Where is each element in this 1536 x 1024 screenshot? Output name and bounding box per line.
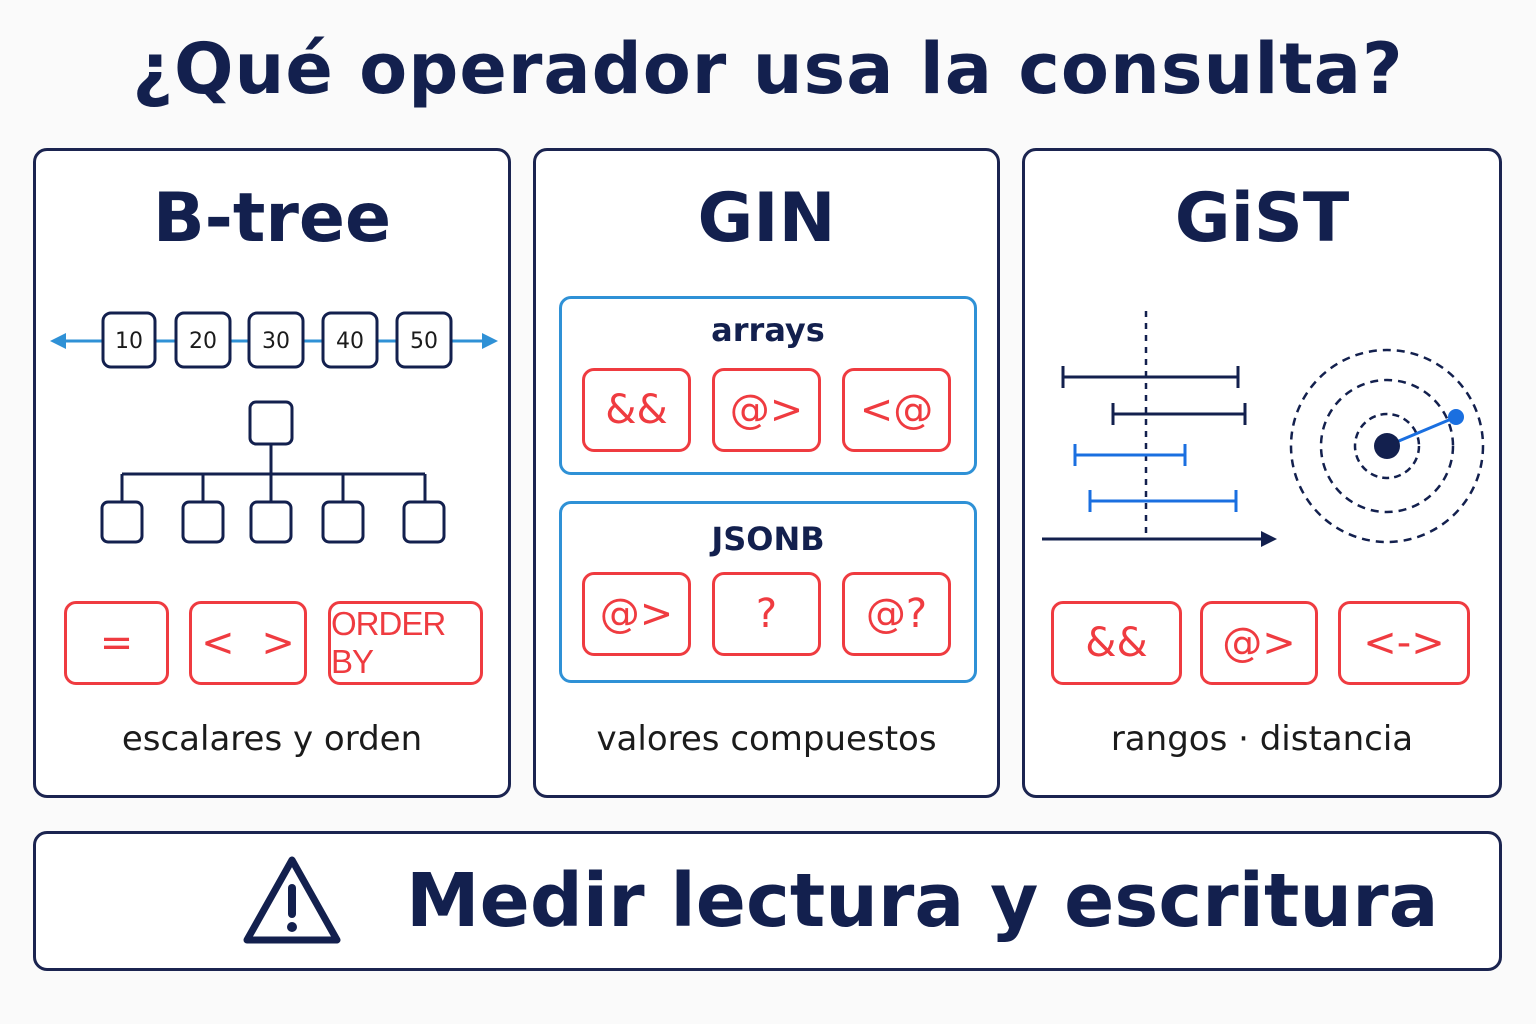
- range-bar: [1111, 403, 1247, 425]
- gin-op-jsonpath-exists: @?: [842, 572, 951, 656]
- distance-target-icon: [1289, 348, 1485, 544]
- range-bar: [1088, 490, 1238, 512]
- btree-tree-icon: [100, 400, 446, 544]
- btree-key-30: 30: [247, 311, 305, 369]
- btree-op-lt-gt: < >: [189, 601, 307, 685]
- gin-title: GIN: [697, 179, 836, 258]
- btree-diagram: 10 20 30 40 50: [50, 311, 498, 544]
- btree-key-label: 20: [189, 329, 217, 354]
- btree-key-10: 10: [101, 311, 157, 369]
- btree-key-50: 50: [395, 311, 453, 369]
- gist-panel: GiST: [1022, 148, 1502, 798]
- btree-title: B-tree: [152, 179, 392, 258]
- gist-op-overlap: &&: [1051, 601, 1182, 685]
- range-bar: [1061, 366, 1240, 388]
- gist-op-distance: <->: [1338, 601, 1470, 685]
- range-bar: [1073, 444, 1187, 466]
- gin-arrays-group: arrays && @> <@: [559, 296, 977, 475]
- btree-key-label: 30: [262, 329, 290, 354]
- footer-text: Medir lectura y escritura: [406, 858, 1439, 944]
- gin-caption: valores compuestos: [596, 719, 937, 759]
- gin-op-contained-by: <@: [842, 368, 951, 452]
- gist-ranges-diagram: [1042, 311, 1485, 547]
- gin-op-overlap: &&: [582, 368, 691, 452]
- gin-jsonb-group: JSONB @> ? @?: [559, 501, 977, 683]
- btree-op-order-by: ORDER BY: [328, 601, 483, 685]
- gist-caption: rangos · distancia: [1110, 719, 1414, 759]
- btree-key-label: 40: [336, 329, 364, 354]
- btree-caption: escalares y orden: [121, 719, 423, 759]
- btree-op-equals: =: [64, 601, 169, 685]
- gin-op-key-exists: ?: [712, 572, 821, 656]
- btree-key-label: 50: [410, 329, 438, 354]
- btree-key-40: 40: [321, 311, 379, 369]
- gin-jsonb-label: JSONB: [711, 520, 825, 558]
- warning-triangle-icon: [243, 856, 341, 944]
- gin-op-contains: @>: [712, 368, 821, 452]
- gin-arrays-label: arrays: [711, 311, 825, 349]
- page-title: ¿Qué operador usa la consulta?: [132, 28, 1404, 110]
- gist-op-contains: @>: [1200, 601, 1318, 685]
- gin-panel: GIN arrays && @> <@ JSONB @> ? @? valore…: [533, 148, 1000, 798]
- gin-op-jsonb-contains: @>: [582, 572, 691, 656]
- btree-key-label: 10: [115, 329, 143, 354]
- gist-title: GiST: [1174, 179, 1350, 258]
- btree-key-20: 20: [174, 311, 232, 369]
- footer-banner: Medir lectura y escritura: [33, 831, 1502, 971]
- btree-panel: B-tree 10 20 30 40 50: [33, 148, 511, 798]
